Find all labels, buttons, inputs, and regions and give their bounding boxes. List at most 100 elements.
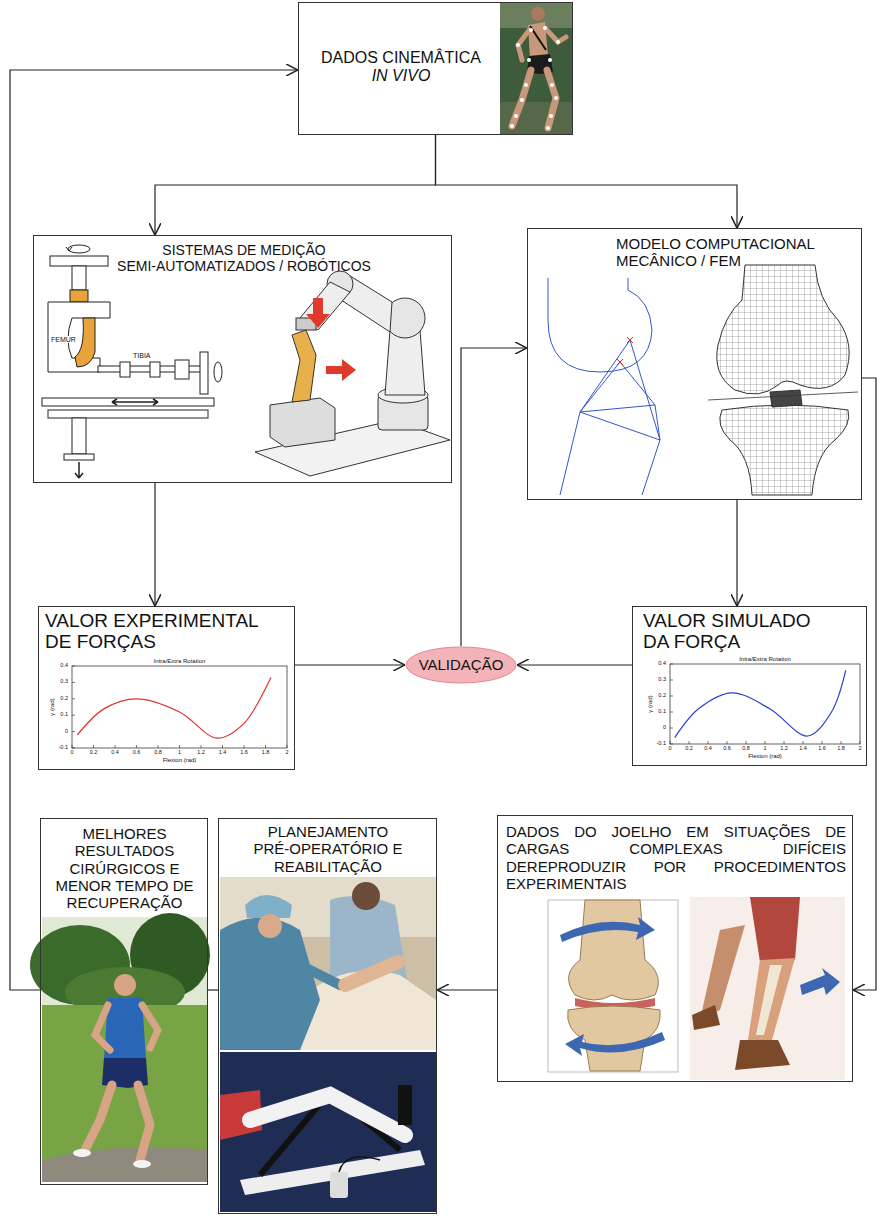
park-runner-photo-part [138, 1085, 150, 1160]
node-text: MODELO COMPUTACIONAL MECÂNICO / FEM [616, 235, 841, 270]
mechanical-model-sketch-part [560, 405, 660, 495]
line-chart-part [670, 664, 673, 665]
finite-element-knee-part [720, 405, 849, 495]
tick-label: 1 [177, 750, 182, 756]
knee-anatomy-picture-part [548, 900, 678, 1072]
park-runner-photo-part [95, 1005, 110, 1050]
knee-anatomy-picture-part [569, 900, 659, 1000]
knee-test-rig-part [50, 256, 108, 266]
validation-ellipse: VALIDAÇÃO [405, 646, 517, 684]
motion-capture-photo-part [546, 126, 550, 130]
line-chart-part [72, 748, 75, 749]
tick-label: 0.6 [132, 750, 142, 756]
line-chart-part [265, 745, 266, 748]
outcome-box: MELHORES RESULTADOS CIRÚRGICOS E MENOR T… [40, 818, 208, 1185]
line-chart-part [72, 745, 73, 748]
axis-label: Flexion (rad) [747, 753, 783, 759]
tick-label: 1.2 [779, 746, 789, 752]
part-label: FEMUR [50, 336, 77, 343]
line-chart-part [670, 728, 673, 729]
line-chart-part [708, 741, 709, 744]
tick-label: 1.2 [196, 750, 206, 756]
finite-element-knee-part [717, 265, 849, 394]
tick-label: 2 [857, 746, 862, 752]
running-leg-picture-part [748, 958, 795, 1040]
knee-anatomy-picture-part [565, 1032, 665, 1056]
park-runner-photo-part [73, 1149, 91, 1157]
running-leg-picture-part [692, 1005, 720, 1030]
result-box: VALOR SIMULADO DA FORÇA [632, 606, 867, 766]
tick-label: 0.2 [684, 746, 694, 752]
text-area: MELHORES RESULTADOS CIRÚRGICOS E MENOR T… [47, 825, 202, 911]
mechanical-model-sketch-part [580, 340, 660, 440]
surgeon-photo [220, 877, 436, 1050]
tick-label: 1.8 [261, 750, 271, 756]
knee-test-rig-part [42, 398, 214, 406]
axis-label: γ (rad) [49, 697, 55, 716]
knee-test-rig-part [75, 318, 95, 367]
text-area: SISTEMAS DE MEDIÇÃO SEMI-AUTOMATIZADOS /… [104, 242, 384, 274]
line-chart-part [803, 741, 804, 744]
line-chart-part [136, 745, 137, 748]
running-leg-picture-part [690, 897, 845, 1080]
line-chart-part [727, 741, 728, 744]
tick-label: 1.4 [218, 750, 228, 756]
axis-label: Flexion (rad) [162, 757, 198, 763]
surgeon-photo-part [220, 877, 436, 1050]
tick-label: 0 [69, 750, 74, 756]
connector-arrow [853, 378, 876, 990]
surgeon-photo-part [345, 962, 398, 985]
axis-label: γ (rad) [647, 694, 653, 713]
tick-label: 0.3 [59, 680, 69, 686]
node-text: VALIDAÇÃO [419, 656, 504, 673]
tick-label: -0.1 [656, 741, 667, 747]
part-label: TIBIA [132, 352, 152, 359]
mechanical-model-sketch-part [617, 337, 633, 365]
finite-element-knee-part [770, 390, 802, 407]
motion-capture-photo-part [549, 114, 553, 118]
motion-capture-photo [500, 3, 572, 134]
ellipse-outline [406, 647, 516, 683]
connector-arrow [154, 483, 155, 606]
line-chart-part [670, 664, 860, 744]
line-chart-part [841, 741, 842, 744]
line-chart-part [765, 741, 766, 744]
tick-label: 1.8 [836, 746, 846, 752]
motion-capture-photo-part [500, 3, 572, 134]
node-text: VALOR SIMULADO DA FORÇA [643, 611, 828, 653]
line-chart-part [72, 698, 75, 699]
line-chart-part [784, 741, 785, 744]
process-box: PLANEJAMENTO PRÉ-OPERATÓRIO E REABILITAÇ… [218, 818, 437, 1214]
knee-test-rig-part [70, 290, 88, 302]
chart-title: Intra/Extra Rotation [738, 656, 792, 662]
knee-test-rig-part [112, 399, 158, 405]
motion-machine-photo-part [220, 1052, 436, 1212]
motion-capture-photo-part [548, 58, 552, 62]
motion-capture-photo-part [531, 7, 545, 21]
tick-label: 0.2 [657, 693, 667, 699]
surgeon-photo-part [290, 960, 340, 985]
surgeon-photo-part [258, 914, 282, 938]
node-text: VALOR EXPERIMENTAL DE FORÇAS [45, 611, 275, 653]
knee-test-rig-part [68, 245, 90, 253]
process-box: DADOS DO JOELHO EM SITUAÇÕES DE CARGAS C… [497, 815, 853, 1082]
motion-capture-photo-part [516, 43, 520, 47]
knee-test-rig-part [75, 462, 83, 478]
knee-test-rig-part [72, 266, 86, 290]
tick-label: 0.8 [153, 750, 163, 756]
line-chart-part [72, 715, 75, 716]
tick-label: 0.1 [59, 712, 69, 718]
robot-arm [255, 271, 450, 476]
tick-label: 0.1 [657, 709, 667, 715]
chart-title: Intra/Extra Rotation [153, 658, 207, 664]
connector-arrow [736, 500, 737, 606]
motion-machine-photo-part [339, 1157, 380, 1172]
text-area: MODELO COMPUTACIONAL MECÂNICO / FEM [616, 235, 841, 270]
robot-arm-part [385, 330, 425, 395]
robot-arm-part [306, 298, 330, 328]
knee-test-rig-part [175, 360, 189, 379]
node-text: DADOS CINEMÂTICA [305, 49, 497, 67]
